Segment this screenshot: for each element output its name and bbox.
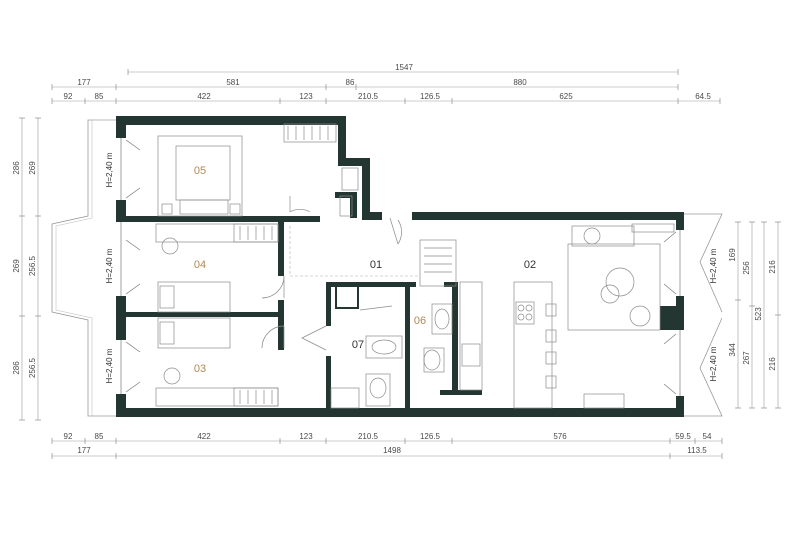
ceiling-height-03: H=2,40 m [105, 348, 114, 383]
dim-top-inner: 123 [299, 92, 313, 101]
dim-bottom-outer: 1498 [383, 446, 401, 455]
dim-left-inner: 256.5 [28, 357, 37, 378]
dim-left-outer: 286 [12, 361, 21, 375]
room-label-04: 04 [194, 259, 206, 271]
dim-right-c: 523 [754, 307, 763, 321]
dim-right-a: 169 [728, 248, 737, 262]
dim-bottom-inner: 54 [703, 432, 712, 441]
dim-bottom-inner: 92 [64, 432, 73, 441]
entry-door [389, 217, 402, 245]
walls [116, 116, 684, 417]
ceiling-height-05: H=2,40 m [105, 152, 114, 187]
rug [567, 243, 661, 331]
door-bath [359, 305, 393, 311]
dim-bottom-inner: 126.5 [420, 432, 441, 441]
dim-right-d: 216 [768, 260, 777, 274]
room-label-06: 06 [414, 315, 426, 327]
dim-top-total: 1547 [395, 63, 413, 72]
bed-04 [157, 281, 231, 313]
dim-right-a: 344 [728, 343, 737, 357]
ceiling-height-02a: H=2,40 m [709, 248, 718, 283]
dim-top-mid: 880 [513, 78, 527, 87]
dim-bottom-inner: 85 [95, 432, 104, 441]
door-03 [261, 325, 285, 349]
bed-05 [157, 135, 243, 217]
dimension-lines [19, 69, 781, 459]
room-label-07: 07 [352, 339, 364, 351]
furniture [155, 123, 675, 409]
kitchen-island [513, 281, 553, 409]
balconies [51, 119, 723, 417]
dim-right-b: 267 [742, 351, 751, 365]
dim-bottom-outer: 177 [77, 446, 91, 455]
wardrobe-05 [283, 123, 337, 143]
dim-top-inner: 422 [197, 92, 211, 101]
dim-top-inner: 126.5 [420, 92, 441, 101]
dim-top-inner: 85 [95, 92, 104, 101]
dim-right-b: 256 [742, 261, 751, 275]
ceiling-height-labels: H=2,40 m H=2,40 m H=2,40 m H=2,40 m H=2,… [105, 152, 718, 383]
dimension-labels: 1547 177 581 86 880 92 85 422 123 210.5 … [12, 63, 777, 455]
dim-left-inner: 256.5 [28, 255, 37, 276]
armchair [629, 305, 651, 327]
bed-03 [157, 317, 231, 349]
dim-top-inner: 210.5 [358, 92, 379, 101]
ceiling-height-04: H=2,40 m [105, 248, 114, 283]
dim-bottom-inner: 123 [299, 432, 313, 441]
dim-top-mid: 86 [346, 78, 355, 87]
dim-bottom-inner: 576 [553, 432, 567, 441]
door-04 [261, 275, 285, 299]
room-label-01: 01 [370, 259, 382, 271]
windows [120, 138, 681, 396]
door-05 [289, 196, 311, 213]
room-label-03: 03 [194, 363, 206, 375]
ceiling-height-02b: H=2,40 m [709, 346, 718, 381]
dim-top-mid: 177 [77, 78, 91, 87]
room-labels: 05 04 03 01 02 06 07 [194, 165, 536, 375]
coffee-table [605, 267, 635, 297]
dim-left-outer: 286 [12, 161, 21, 175]
dim-right-d: 216 [768, 357, 777, 371]
sofa [571, 225, 635, 247]
room-label-02: 02 [524, 259, 536, 271]
dim-bottom-inner: 422 [197, 432, 211, 441]
dim-top-mid: 581 [226, 78, 240, 87]
desk-03 [155, 387, 279, 407]
dim-bottom-inner: 210.5 [358, 432, 379, 441]
dim-top-inner: 625 [559, 92, 573, 101]
dim-top-inner: 92 [64, 92, 73, 101]
room-label-05: 05 [194, 165, 206, 177]
dim-bottom-outer: 113.5 [687, 446, 707, 455]
dim-bottom-inner: 59.5 [675, 432, 691, 441]
door-07 [301, 325, 327, 351]
dim-top-inner: 64.5 [695, 92, 711, 101]
dim-left-inner: 269 [28, 161, 37, 175]
dim-left-outer: 269 [12, 259, 21, 273]
